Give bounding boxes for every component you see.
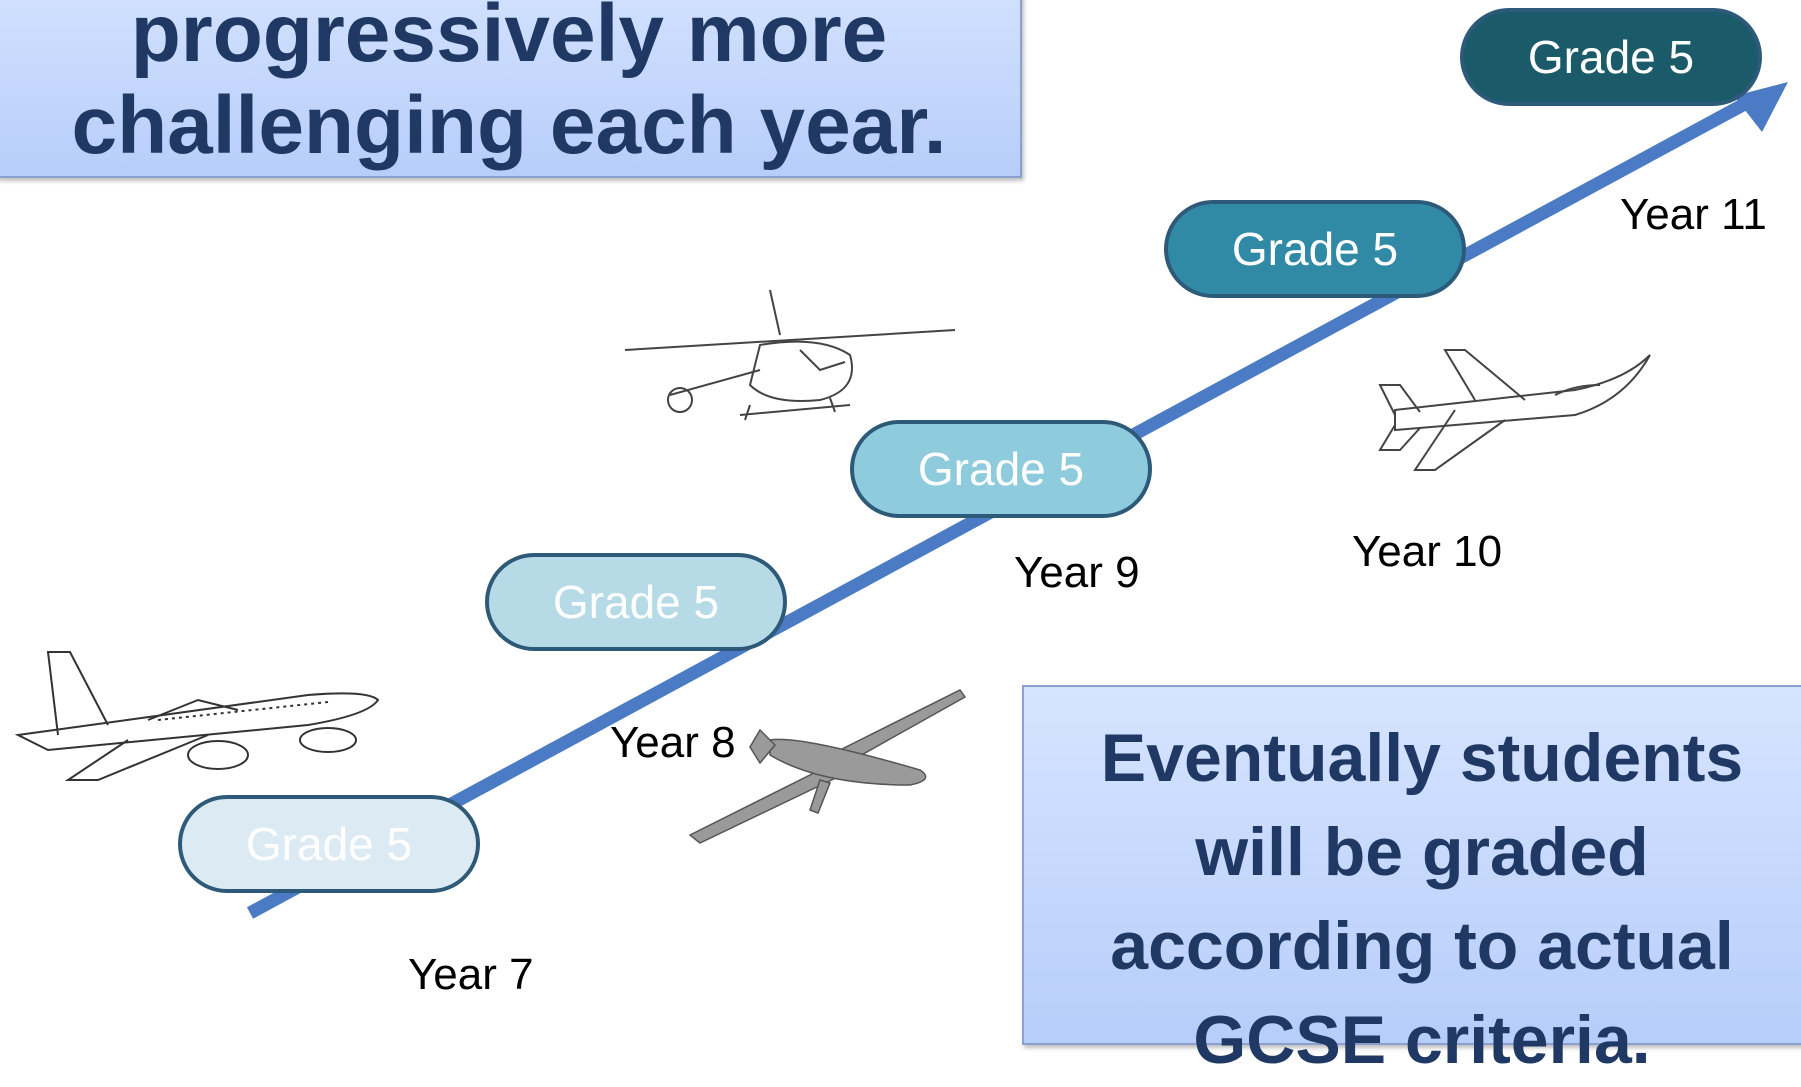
top-callout: progressively more challenging each year… xyxy=(0,0,1022,178)
grade-pill-year-8: Grade 5 xyxy=(485,553,787,651)
bottom-callout-line-3: according to actual xyxy=(1110,908,1734,984)
grade-pill-year-7: Grade 5 xyxy=(178,795,480,893)
year-label-9: Year 9 xyxy=(1014,548,1140,597)
bottom-callout-line-2: will be graded xyxy=(1195,814,1649,890)
drone-icon xyxy=(688,689,967,844)
year-label-8: Year 8 xyxy=(610,718,736,767)
top-callout-line-1: progressively more xyxy=(130,0,888,79)
grade-pill-year-11: Grade 5 xyxy=(1460,8,1762,106)
bottom-callout: Eventually students will be graded accor… xyxy=(1022,685,1801,1078)
year-label-10: Year 10 xyxy=(1352,527,1503,576)
helicopter-icon xyxy=(624,289,956,421)
fighter-jet-icon xyxy=(1378,349,1651,471)
top-callout-line-2: challenging each year. xyxy=(71,80,947,171)
bottom-callout-line-1: Eventually students xyxy=(1100,720,1744,796)
airliner-icon xyxy=(14,651,380,781)
bottom-callout-line-4: GCSE criteria. xyxy=(1193,1002,1651,1078)
year-label-7: Year 7 xyxy=(408,950,534,999)
year-label-11: Year 11 xyxy=(1620,190,1767,239)
grade-pill-year-10: Grade 5 xyxy=(1164,200,1466,298)
grade-pill-year-9: Grade 5 xyxy=(850,420,1152,518)
